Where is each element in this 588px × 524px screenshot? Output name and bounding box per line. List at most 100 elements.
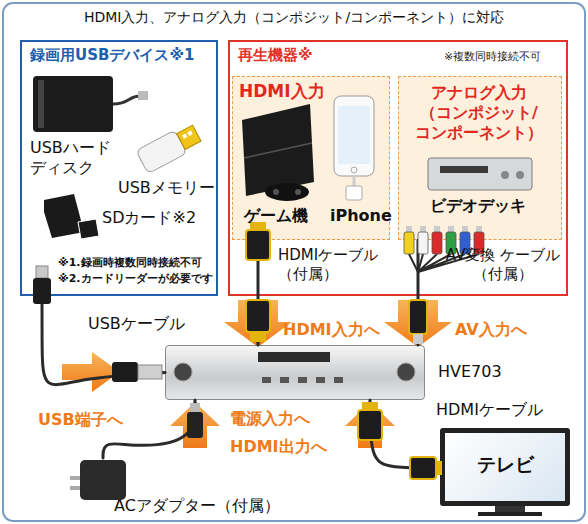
connection-label: AV入力へ: [455, 320, 527, 340]
usb-plug-metal: [36, 266, 48, 278]
device-display: [258, 352, 330, 362]
microsd-card: [78, 219, 99, 239]
hdmi-plug-tip: [362, 402, 378, 410]
usb-device-group: 録画用USBデバイス※1: [20, 40, 218, 296]
hdmi-input-box: HDMI入力: [232, 76, 390, 240]
node-heading: 再生機器※: [238, 46, 313, 65]
av-plug: [409, 300, 427, 334]
node-heading: アナログ入力 （コンポジット/ コンポーネント）: [404, 83, 554, 143]
video-deck-knob: [501, 171, 509, 179]
power-in-arrow: [170, 402, 220, 448]
analog-input-box: アナログ入力 （コンポジット/ コンポーネント）: [398, 76, 562, 240]
connection-label: USB端子へ: [38, 410, 123, 430]
rca-plug: [432, 232, 442, 254]
rca-tip: [406, 226, 412, 232]
usb-memory-pin: [182, 133, 187, 138]
node-heading: 録画用USBデバイス※1: [30, 46, 194, 65]
hdmi-plug: [246, 230, 270, 260]
video-deck-knob: [516, 171, 524, 179]
video-deck-slot: [440, 166, 488, 173]
ac-adapter: [80, 460, 126, 500]
node-heading: HVE703: [438, 362, 502, 382]
node-heading: ACアダプター（付属）: [114, 496, 280, 516]
usb-plug-body: [33, 278, 51, 304]
hdmi-plug: [246, 300, 270, 332]
node-note: ※複数同時接続不可: [444, 50, 541, 64]
cable-connector: [103, 400, 195, 458]
hard-disk-cable: [113, 96, 140, 104]
hard-disk: [33, 76, 113, 132]
av-in-arrow: [384, 300, 452, 347]
rca-plug: [446, 232, 456, 254]
cable-name: USBケーブル: [88, 314, 185, 334]
node-heading: テレビ: [445, 453, 565, 477]
game-console-line: [244, 143, 312, 158]
connection-label: 電源入力へ: [230, 409, 310, 429]
device-indicator: [316, 377, 325, 383]
play-button: [397, 363, 415, 381]
usb-memory: [136, 122, 203, 174]
tv-screen: テレビ: [440, 428, 570, 506]
cable-connector: [417, 240, 420, 345]
hdmi-plug-tip: [250, 332, 266, 342]
hdmi-plug-tip: [436, 461, 442, 475]
rca-plug: [418, 232, 428, 254]
hdmi-plug: [358, 410, 382, 440]
hard-disk-edge: [38, 80, 44, 128]
record-button: [174, 363, 192, 381]
cable-name: HDMIケーブル: [436, 400, 543, 420]
connection-label: HDMI入力へ: [283, 320, 380, 340]
power-plug-tip: [190, 403, 200, 412]
rca-tip: [420, 226, 426, 232]
node-heading: HDMI入力: [239, 81, 325, 102]
usb-plug-metal: [138, 365, 162, 379]
tv-stand-neck: [495, 506, 525, 512]
iphone-adapter-cable: [353, 176, 356, 186]
rca-tip: [434, 226, 440, 232]
rca-tip: [476, 226, 482, 232]
ac-prong: [70, 476, 80, 480]
rca-tip: [448, 226, 454, 232]
usb-memory-connector: [177, 125, 201, 149]
hard-disk-plug: [138, 91, 148, 100]
diagram-title: HDMI入力、アナログ入力（コンポジット/コンポーネント）に対応: [0, 9, 588, 27]
connection-label: HDMI出力へ: [230, 437, 327, 457]
iphone-adapter: [346, 186, 362, 200]
cable-connector: [42, 296, 165, 385]
video-deck: [428, 158, 532, 190]
outer-frame: [3, 3, 585, 521]
power-plug: [187, 412, 203, 438]
ac-adapter-node: ACアダプター（付属）: [68, 458, 288, 520]
av-plug-tip: [413, 334, 423, 344]
iphone-screen: [338, 106, 370, 164]
rca-tip: [462, 226, 468, 232]
hdmi-plug-tip: [250, 222, 266, 230]
iphone-button: [351, 167, 357, 173]
av-cable-wires: [409, 254, 479, 272]
device-indicator: [334, 377, 343, 383]
usb-plug-body: [112, 362, 138, 382]
rca-plug: [474, 232, 484, 254]
recorder-device: HVE703: [165, 345, 425, 400]
usb-memory-body: [136, 130, 187, 174]
sd-card: [44, 194, 84, 238]
ac-prong: [70, 486, 80, 490]
usb-memory-pin: [187, 131, 192, 136]
rca-plug: [404, 232, 414, 254]
device-indicator: [262, 377, 271, 383]
controller-stick: [295, 189, 301, 195]
tv-stand-base: [478, 512, 542, 516]
player-group: 再生機器※ ※複数同時接続不可 HDMI入力 アナログ入力 （コンポジット/ コンポー…: [228, 40, 568, 296]
device-indicator: [298, 377, 307, 383]
hdmi-out-arrow: [345, 402, 395, 448]
rca-plug: [460, 232, 470, 254]
cable-connector: [370, 400, 440, 468]
hdmi-in-arrow: [224, 300, 292, 347]
game-controller: [265, 183, 309, 201]
game-console: [242, 104, 314, 196]
usb-in-arrow: [62, 352, 120, 392]
hdmi-plug: [410, 457, 436, 479]
controller-stick: [273, 189, 279, 195]
